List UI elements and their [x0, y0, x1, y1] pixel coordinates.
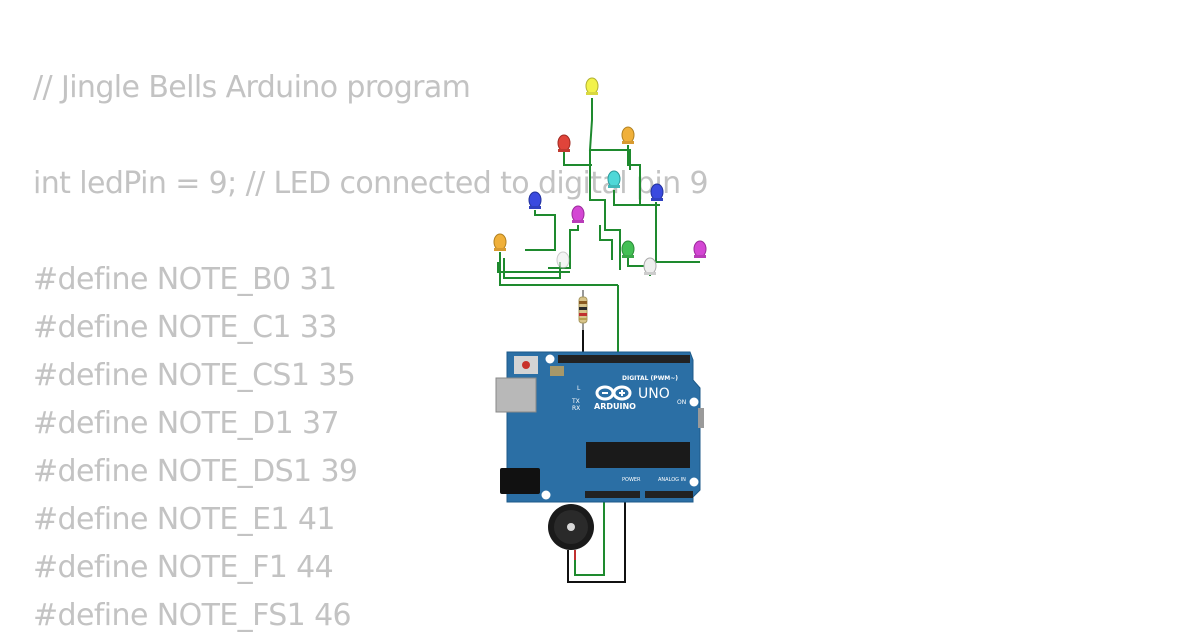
power-jack	[500, 468, 540, 494]
power-header	[585, 491, 640, 498]
l-label: L	[577, 385, 581, 392]
board-brand: ARDUINO	[594, 402, 636, 411]
led-green	[621, 240, 635, 258]
arduino-board: UNO ARDUINO DIGITAL (PWM~) POWER ANALOG …	[495, 351, 704, 503]
signal-wires	[497, 98, 700, 576]
rx-label: RX	[572, 405, 580, 412]
led-orange	[493, 233, 507, 251]
led-magenta	[693, 240, 707, 258]
led-orange	[621, 126, 635, 144]
analog-header	[645, 491, 693, 498]
led-yellow	[585, 77, 599, 95]
microcontroller-chip	[586, 442, 690, 468]
digital-label: DIGITAL (PWM~)	[622, 375, 678, 382]
led-white	[643, 257, 657, 275]
led-blue	[528, 191, 542, 209]
board-model: UNO	[638, 386, 670, 402]
led-red	[557, 134, 571, 152]
resistor	[578, 290, 588, 330]
digital-header	[558, 355, 690, 363]
analog-label: ANALOG IN	[658, 477, 686, 483]
piezo-buzzer	[548, 504, 594, 560]
on-label: ON	[677, 399, 686, 406]
power-label: POWER	[622, 477, 641, 483]
arduino-logo	[595, 385, 632, 401]
led-white	[556, 251, 570, 269]
tx-label: TX	[571, 398, 580, 405]
led-blue	[650, 183, 664, 201]
usb-port	[495, 377, 537, 413]
led-magenta	[571, 205, 585, 223]
led-cyan	[607, 170, 621, 188]
